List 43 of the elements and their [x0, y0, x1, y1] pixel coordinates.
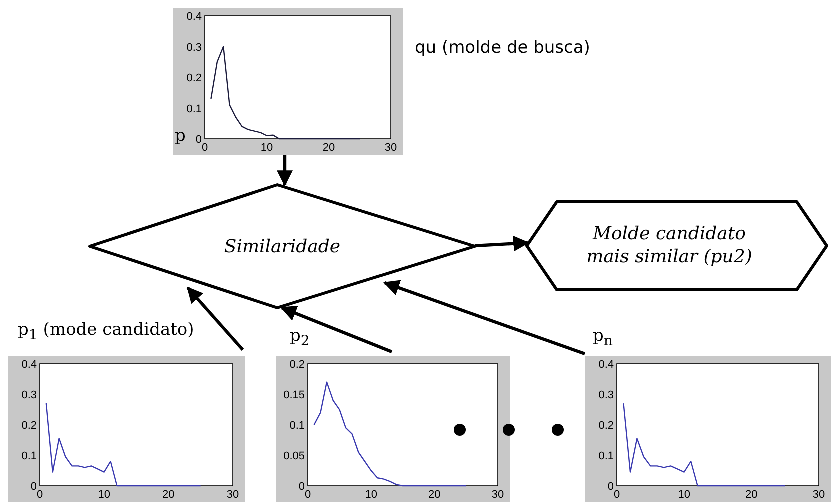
tick-label: 0.05 [284, 450, 305, 462]
tick-label: 0.3 [598, 390, 614, 402]
tick-label: 0 [30, 481, 37, 493]
tick-label: 10 [260, 142, 274, 154]
tick-label: 0.2 [22, 420, 37, 432]
tick-label: 0.15 [284, 390, 305, 402]
chart-label: p [175, 128, 186, 145]
tick-label: 10 [678, 489, 690, 501]
tick-label: 0.4 [186, 11, 202, 23]
tick-label: 30 [492, 489, 504, 501]
tick-label: 0.2 [598, 420, 614, 432]
tick-label: 30 [812, 489, 826, 501]
chart-label: p$_{2}$ [290, 328, 310, 349]
tick-label: 0.3 [186, 42, 202, 54]
tick-label: 20 [162, 489, 175, 501]
node-label: qu (molde de busca) [415, 38, 590, 58]
tick-label: 0.1 [22, 450, 37, 462]
tick-label: 0 [304, 489, 312, 501]
tick-label: 0.1 [186, 103, 202, 116]
tick-label: 0 [202, 142, 208, 154]
tick-label: 30 [226, 489, 240, 501]
tick-label: 0.3 [22, 390, 37, 402]
tick-label: 10 [365, 489, 378, 501]
tick-label: 0 [614, 489, 620, 501]
node-label: Molde candidato mais similar (pu2) [586, 222, 754, 270]
tick-label: 0.2 [186, 72, 202, 84]
chart-label: p$_{n}$ [593, 328, 614, 349]
tick-label: 0.4 [598, 359, 614, 371]
tick-label: 20 [746, 489, 758, 501]
tick-label: 20 [322, 142, 336, 154]
tick-label: 0.4 [22, 359, 37, 371]
tick-label: 0.1 [290, 420, 305, 432]
tick-label: 0 [608, 481, 614, 493]
tick-label: 20 [428, 489, 441, 501]
chart-label: p$_{1}$ (mode candidato) [18, 322, 194, 343]
tick-label: 30 [384, 142, 398, 154]
tick-label: 0 [298, 481, 305, 493]
tick-label: 10 [98, 489, 110, 501]
tick-label: 0.1 [598, 450, 614, 462]
node-label: Similaridade [223, 234, 342, 258]
tick-label: 0.2 [290, 359, 305, 371]
tick-label: 0 [196, 134, 202, 146]
tick-label: 0 [36, 489, 44, 501]
